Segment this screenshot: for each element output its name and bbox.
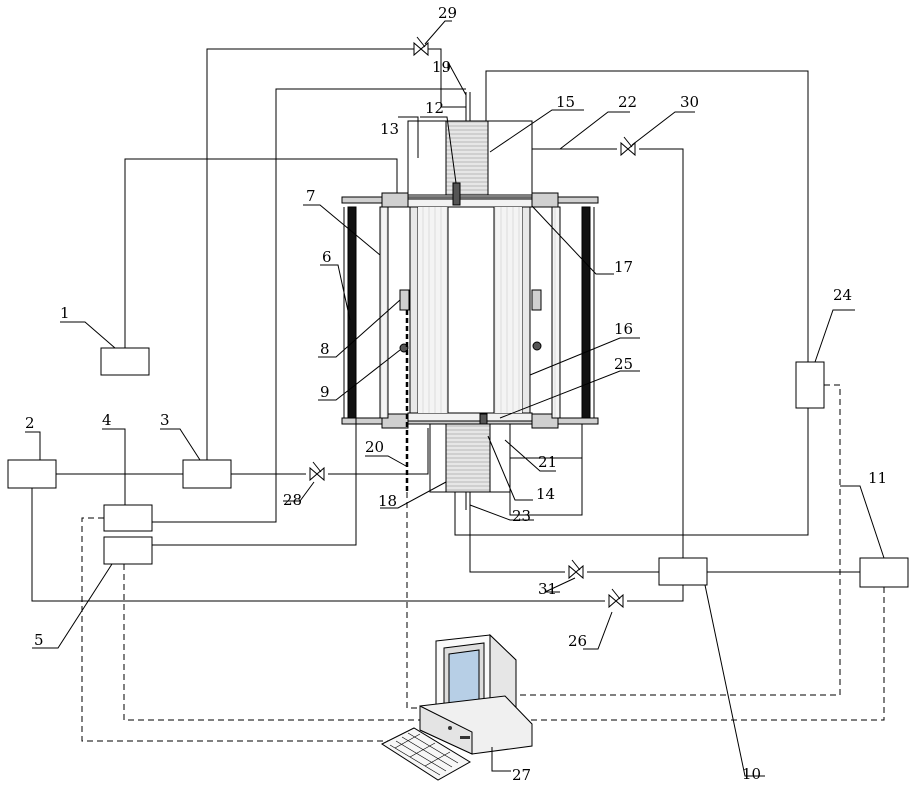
box-10 [659, 558, 707, 585]
sensor-left-8 [400, 290, 409, 310]
label-5: 5 [34, 631, 44, 649]
label-22: 22 [618, 93, 637, 111]
box-11 [860, 558, 908, 587]
jacket-right-7 [552, 207, 560, 418]
label-8: 8 [320, 340, 330, 358]
label-21: 21 [538, 453, 557, 471]
label-3: 3 [160, 411, 170, 429]
label-26: 26 [568, 632, 587, 650]
heater-right-6 [582, 207, 590, 418]
box-2 [8, 460, 56, 488]
sample-core [418, 207, 448, 413]
sample-core-right [494, 207, 522, 413]
label-29: 29 [438, 4, 457, 22]
label-17: 17 [614, 258, 633, 276]
sensor-right-8 [532, 290, 541, 310]
valve-26[interactable] [609, 589, 623, 607]
label-31: 31 [538, 580, 557, 598]
label-25: 25 [614, 355, 633, 373]
bottom-plate-25 [408, 413, 532, 421]
top-plate-17 [408, 199, 532, 207]
label-13: 13 [380, 120, 399, 138]
box-24 [796, 362, 824, 408]
probe-right-9 [533, 342, 541, 350]
label-15: 15 [556, 93, 575, 111]
label-2: 2 [25, 414, 35, 432]
label-19: 19 [432, 58, 451, 76]
label-1: 1 [60, 304, 70, 322]
jacket-left-7 [380, 207, 388, 418]
top-flange-left-block [382, 193, 408, 207]
inner-wall-left [410, 207, 418, 413]
label-24: 24 [833, 286, 852, 304]
label-27: 27 [512, 766, 531, 784]
box-1 [101, 348, 149, 375]
label-4: 4 [102, 411, 112, 429]
valve-30[interactable] [621, 137, 635, 155]
label-28: 28 [283, 491, 302, 509]
valve-28[interactable] [310, 462, 324, 480]
label-7: 7 [306, 187, 316, 205]
label-6: 6 [322, 248, 332, 266]
label-23: 23 [512, 507, 531, 525]
label-18: 18 [378, 492, 397, 510]
label-9: 9 [320, 383, 330, 401]
label-12: 12 [425, 99, 444, 117]
label-14: 14 [536, 485, 555, 503]
label-16: 16 [614, 320, 633, 338]
box-3 [183, 460, 231, 488]
inner-wall-right [522, 207, 530, 413]
lower-plug-18 [446, 424, 490, 492]
heater-left-6 [348, 207, 356, 418]
box-4 [104, 505, 152, 531]
label-20: 20 [365, 438, 384, 456]
top-flange-right-block [532, 193, 558, 207]
top-probe-12 [453, 183, 460, 205]
label-10: 10 [742, 765, 761, 783]
valve-31[interactable] [569, 560, 583, 578]
label-30: 30 [680, 93, 699, 111]
valve-29[interactable] [414, 37, 428, 55]
computer-icon [420, 635, 532, 754]
label-11: 11 [868, 469, 887, 487]
box-5 [104, 537, 152, 564]
